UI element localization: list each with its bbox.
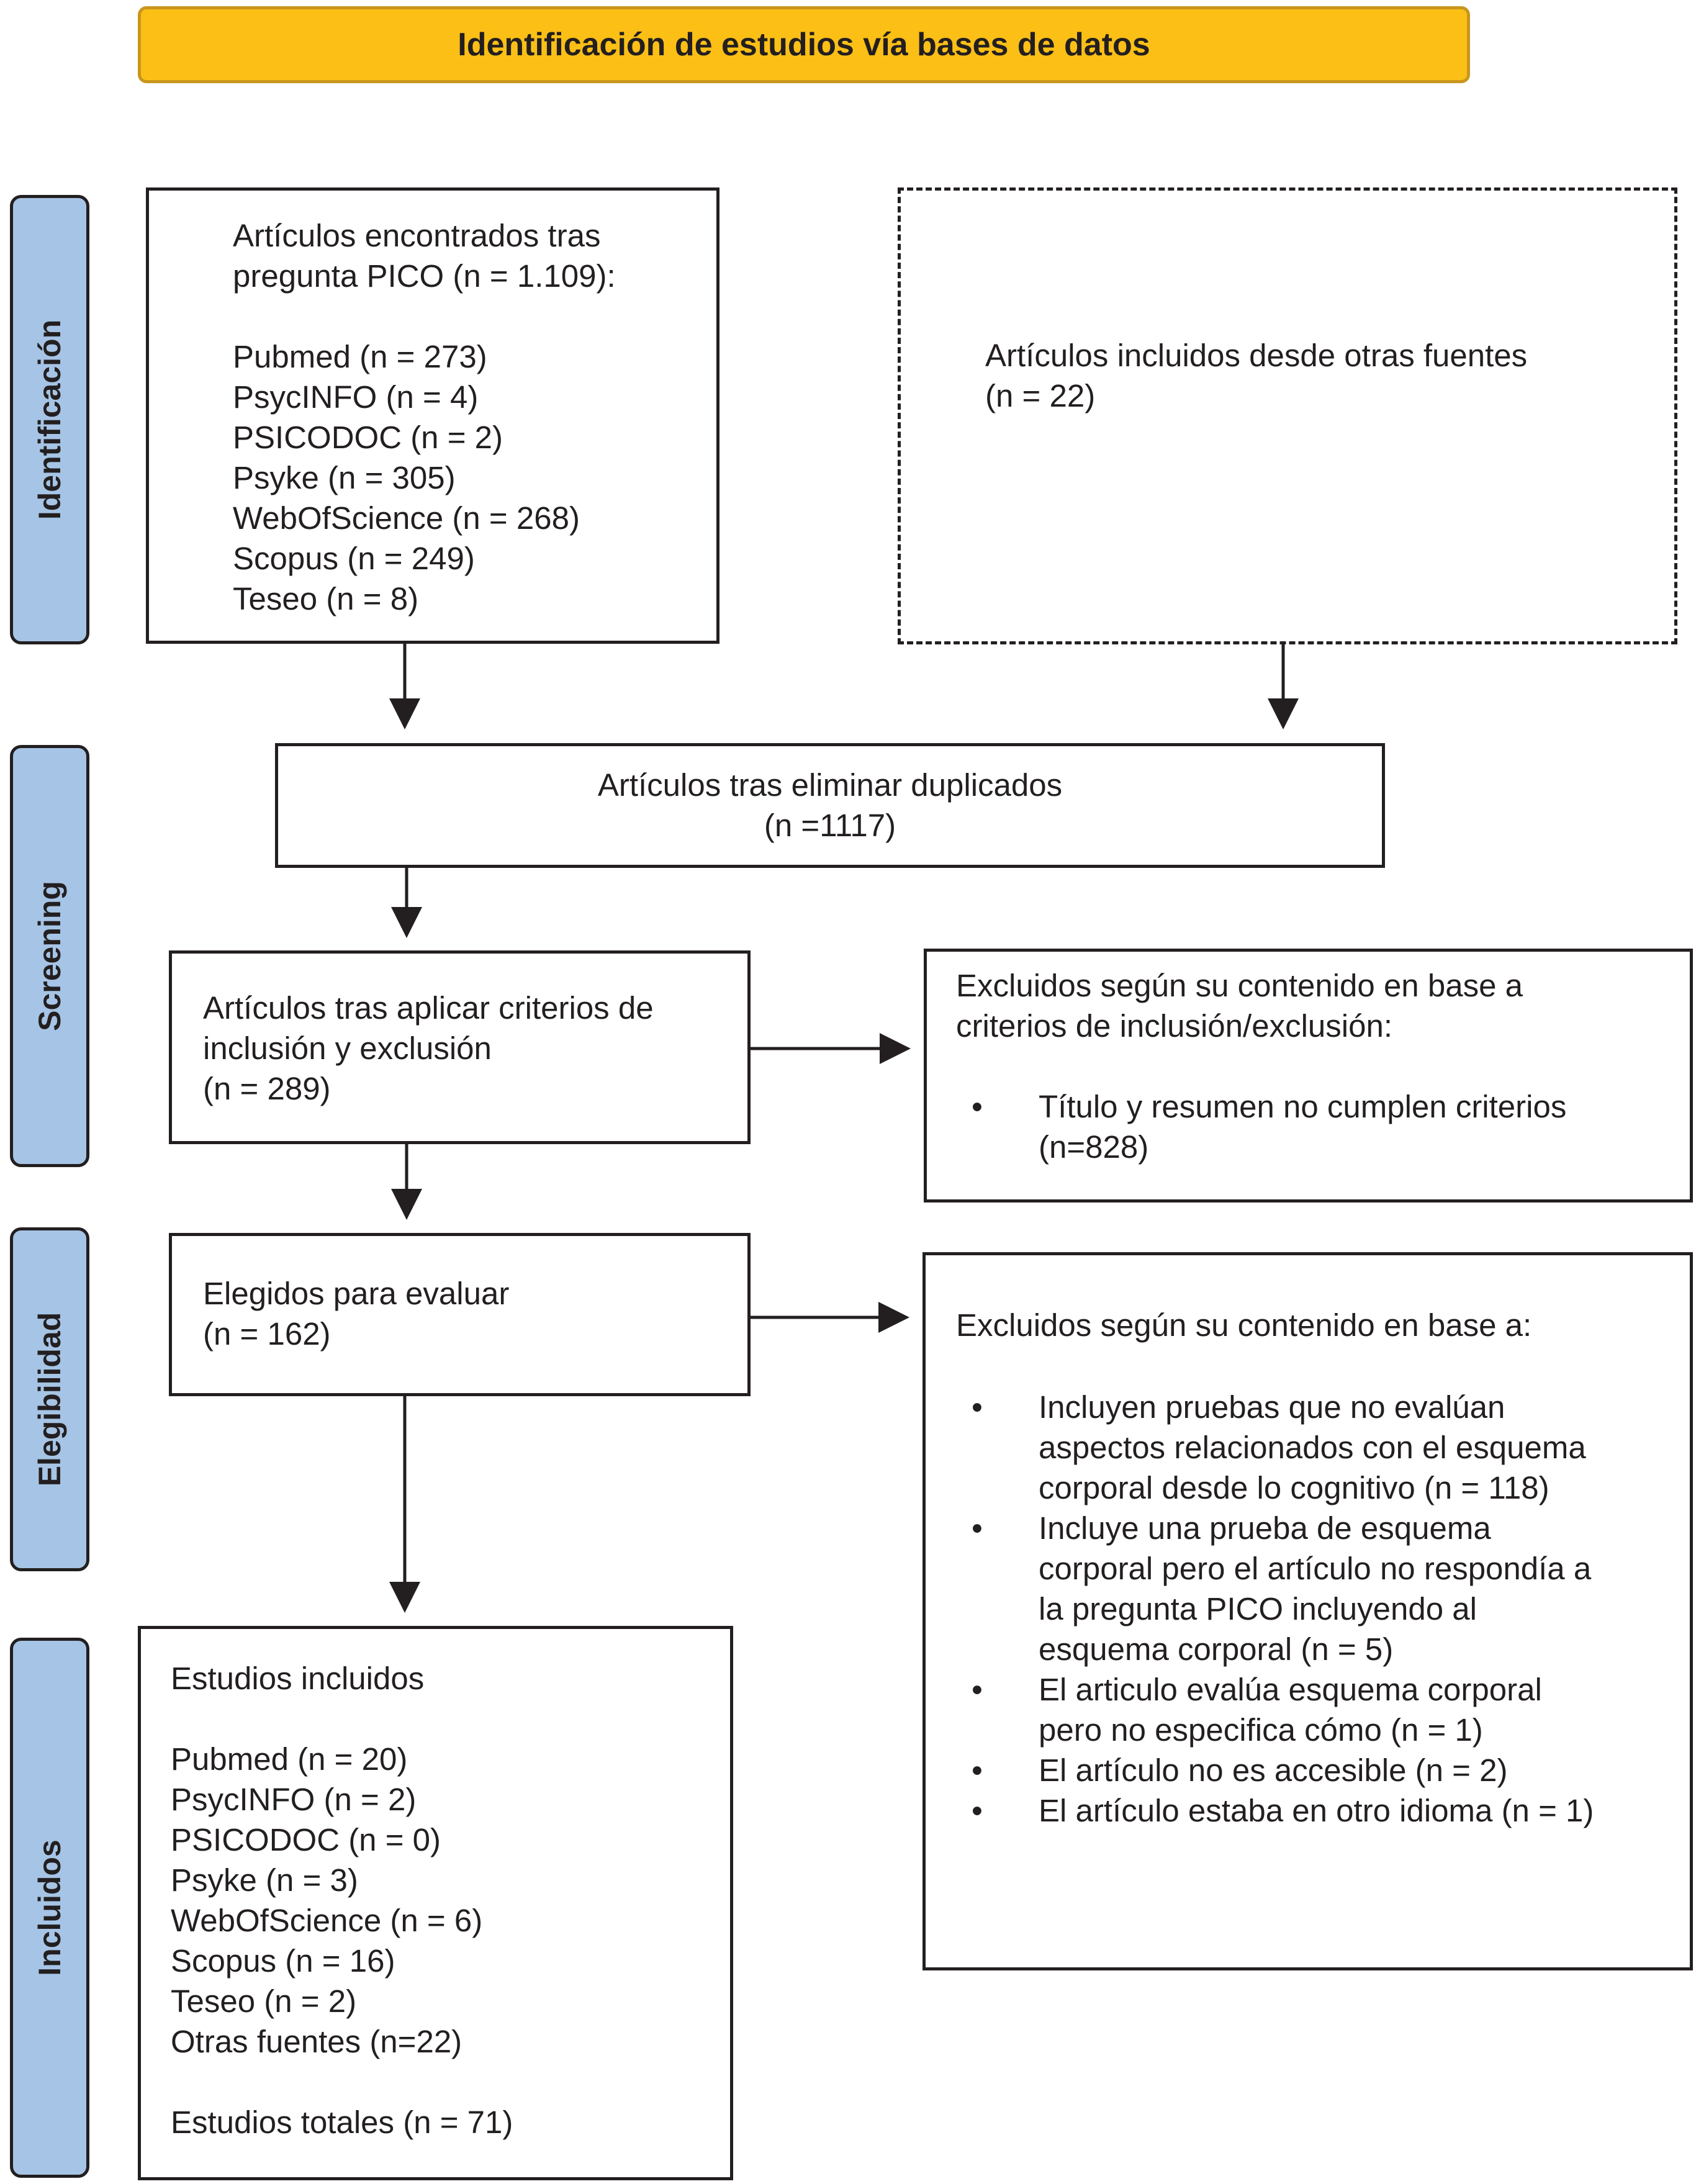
included-source: Pubmed (n = 20) xyxy=(171,1741,408,1777)
identification-source: PsycINFO (n = 4) xyxy=(233,379,479,415)
identification-box: Artículos encontrados tras pregunta PICO… xyxy=(146,187,719,644)
criteria-line: inclusión y exclusión xyxy=(203,1031,492,1066)
excluded-eligibility-box: Excluidos según su contenido en base a: … xyxy=(922,1252,1693,1970)
included-source: Otras fuentes (n=22) xyxy=(171,2024,462,2059)
excluded-eligibility-item: pero no especifica cómo (n = 1) xyxy=(1039,1712,1483,1748)
excluded-eligibility-item: El articulo evalúa esquema corporal xyxy=(1039,1672,1542,1707)
excluded-eligibility-item: Incluyen pruebas que no evalúan xyxy=(1039,1389,1505,1425)
stage-identificacion: Identificación xyxy=(10,195,89,644)
identification-source: Teseo (n = 8) xyxy=(233,581,419,616)
included-heading: Estudios incluidos xyxy=(171,1661,425,1696)
stage-incluidos: Incluidos xyxy=(10,1638,89,2178)
excluded-eligibility-item: El artículo estaba en otro idioma (n = 1… xyxy=(1039,1793,1594,1828)
duplicates-line: Artículos tras eliminar duplicados xyxy=(597,767,1063,803)
excluded-eligibility-item: corporal desde lo cognitivo (n = 118) xyxy=(1039,1470,1549,1505)
excluded-screening-heading: Excluidos según su contenido en base a xyxy=(956,968,1523,1003)
excluded-eligibility-item: aspectos relacionados con el esquema xyxy=(1039,1430,1586,1465)
identification-source: Psyke (n = 305) xyxy=(233,460,456,495)
criteria-box: Artículos tras aplicar criterios de incl… xyxy=(169,950,751,1144)
duplicates-box: Artículos tras eliminar duplicados (n =1… xyxy=(275,743,1385,868)
included-source: Scopus (n = 16) xyxy=(171,1943,395,1979)
excluded-screening-heading: criterios de inclusión/exclusión: xyxy=(956,1008,1392,1044)
other-sources-line: Artículos incluidos desde otras fuentes xyxy=(985,338,1528,373)
stage-screening: Screening xyxy=(10,745,89,1167)
header-title: Identificación de estudios vía bases de … xyxy=(458,27,1150,63)
bullet-icon: • xyxy=(972,1672,983,1707)
excluded-eligibility-item: corporal pero el artículo no respondía a xyxy=(1039,1551,1592,1586)
included-source: Psyke (n = 3) xyxy=(171,1862,358,1898)
duplicates-line: (n =1117) xyxy=(764,808,896,843)
stage-elegibilidad: Elegibilidad xyxy=(10,1227,89,1571)
other-sources-box: Artículos incluidos desde otras fuentes … xyxy=(898,187,1677,644)
criteria-line: (n = 289) xyxy=(203,1071,331,1106)
included-source: PsycINFO (n = 2) xyxy=(171,1782,417,1817)
excluded-eligibility-heading: Excluidos según su contenido en base a: xyxy=(956,1307,1532,1343)
identification-source: WebOfScience (n = 268) xyxy=(233,500,580,536)
eligible-box: Elegidos para evaluar (n = 162) xyxy=(169,1233,751,1396)
excluded-eligibility-item: la pregunta PICO incluyendo al xyxy=(1039,1591,1477,1627)
bullet-icon: • xyxy=(972,1510,983,1546)
identification-line: pregunta PICO (n = 1.109): xyxy=(233,258,616,294)
included-source: PSICODOC (n = 0) xyxy=(171,1822,441,1857)
bullet-icon: • xyxy=(972,1389,983,1425)
identification-source: PSICODOC (n = 2) xyxy=(233,420,503,455)
included-total: Estudios totales (n = 71) xyxy=(171,2105,513,2140)
bullet-icon: • xyxy=(972,1753,983,1788)
included-box: Estudios incluidos Pubmed (n = 20) PsycI… xyxy=(138,1626,733,2180)
identification-source: Scopus (n = 249) xyxy=(233,541,475,576)
excluded-screening-item: Título y resumen no cumplen criterios xyxy=(1039,1089,1567,1124)
excluded-screening-box: Excluidos según su contenido en base a c… xyxy=(924,949,1693,1203)
excluded-eligibility-item: esquema corporal (n = 5) xyxy=(1039,1631,1394,1667)
included-source: Teseo (n = 2) xyxy=(171,1983,357,2019)
identification-line: Artículos encontrados tras xyxy=(233,218,601,253)
excluded-screening-item: (n=828) xyxy=(1039,1129,1149,1165)
identification-source: Pubmed (n = 273) xyxy=(233,339,487,374)
other-sources-line: (n = 22) xyxy=(985,378,1096,413)
bullet-icon: • xyxy=(972,1089,983,1124)
excluded-eligibility-item: El artículo no es accesible (n = 2) xyxy=(1039,1753,1508,1788)
header-banner: Identificación de estudios vía bases de … xyxy=(138,6,1470,83)
eligible-line: Elegidos para evaluar xyxy=(203,1276,510,1311)
included-source: WebOfScience (n = 6) xyxy=(171,1903,483,1938)
bullet-icon: • xyxy=(972,1793,983,1828)
eligible-line: (n = 162) xyxy=(203,1316,331,1351)
excluded-eligibility-item: Incluye una prueba de esquema xyxy=(1039,1510,1491,1546)
criteria-line: Artículos tras aplicar criterios de xyxy=(203,990,654,1026)
